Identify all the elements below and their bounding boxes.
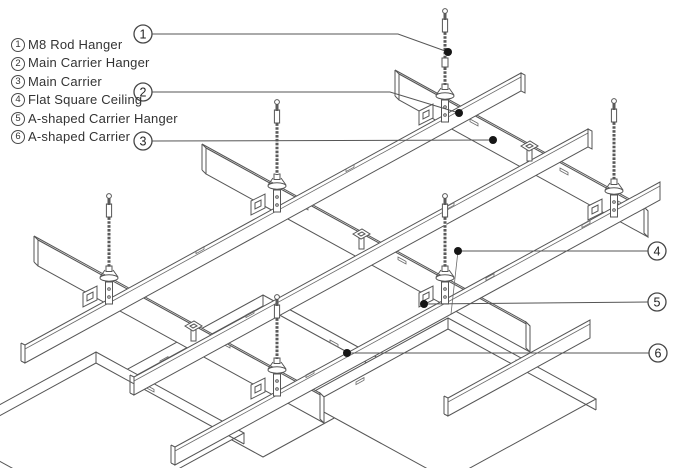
legend-item: 2 Main Carrier Hanger bbox=[11, 54, 178, 72]
rod-hanger-assembly bbox=[250, 294, 287, 400]
callout-2: 2 bbox=[133, 82, 153, 102]
callout-5-number: 5 bbox=[654, 295, 661, 309]
legend-item: 5 A-shaped Carrier Hanger bbox=[11, 110, 178, 128]
callout-4-number: 4 bbox=[654, 244, 661, 258]
callout-5: 5 bbox=[647, 292, 667, 312]
legend-item-label: Main Carrier bbox=[28, 73, 102, 89]
rod-hanger-assembly bbox=[587, 98, 624, 221]
a-shaped-carrier bbox=[443, 319, 591, 417]
legend-item-number: 2 bbox=[11, 56, 25, 71]
callout-3-number: 3 bbox=[140, 134, 147, 148]
legend-item: 4 Flat Square Ceiling bbox=[11, 91, 178, 109]
rod-hanger-assembly bbox=[82, 193, 119, 308]
legend-item-label: Flat Square Ceiling bbox=[28, 92, 143, 108]
callout-2-number: 2 bbox=[140, 85, 147, 99]
legend-item-label: Main Carrier Hanger bbox=[28, 55, 150, 71]
legend-item-number: 6 bbox=[11, 130, 25, 145]
callout-6-number: 6 bbox=[655, 346, 662, 360]
callout-6: 6 bbox=[648, 343, 668, 363]
rod-hanger-assembly bbox=[418, 8, 455, 126]
legend-item: 6 A-shaped Carrier bbox=[11, 128, 178, 146]
callout-3: 3 bbox=[133, 131, 153, 151]
parts-legend: 1 M8 Rod Hanger 2 Main Carrier Hanger 3 … bbox=[11, 36, 178, 146]
legend-item-number: 1 bbox=[11, 38, 25, 53]
legend-item-number: 4 bbox=[11, 93, 25, 108]
legend-item-number: 5 bbox=[11, 111, 25, 126]
legend-item-label: A-shaped Carrier Hanger bbox=[28, 110, 178, 126]
legend-item: 3 Main Carrier bbox=[11, 73, 178, 91]
ceiling-panel bbox=[298, 317, 598, 468]
a-shaped-carrier bbox=[170, 181, 661, 466]
carrier-hanger-clip bbox=[184, 140, 539, 342]
legend-item-label: A-shaped Carrier bbox=[28, 128, 131, 144]
callout-1-number: 1 bbox=[140, 27, 147, 41]
a-shaped-carrier bbox=[129, 128, 593, 396]
legend-item: 1 M8 Rod Hanger bbox=[11, 36, 178, 54]
callout-1: 1 bbox=[133, 24, 153, 44]
callout-4: 4 bbox=[647, 241, 667, 261]
legend-item-label: M8 Rod Hanger bbox=[28, 37, 123, 52]
legend-item-number: 3 bbox=[11, 74, 25, 89]
rod-hanger-assembly bbox=[250, 99, 287, 216]
leader-lines bbox=[151, 33, 649, 357]
